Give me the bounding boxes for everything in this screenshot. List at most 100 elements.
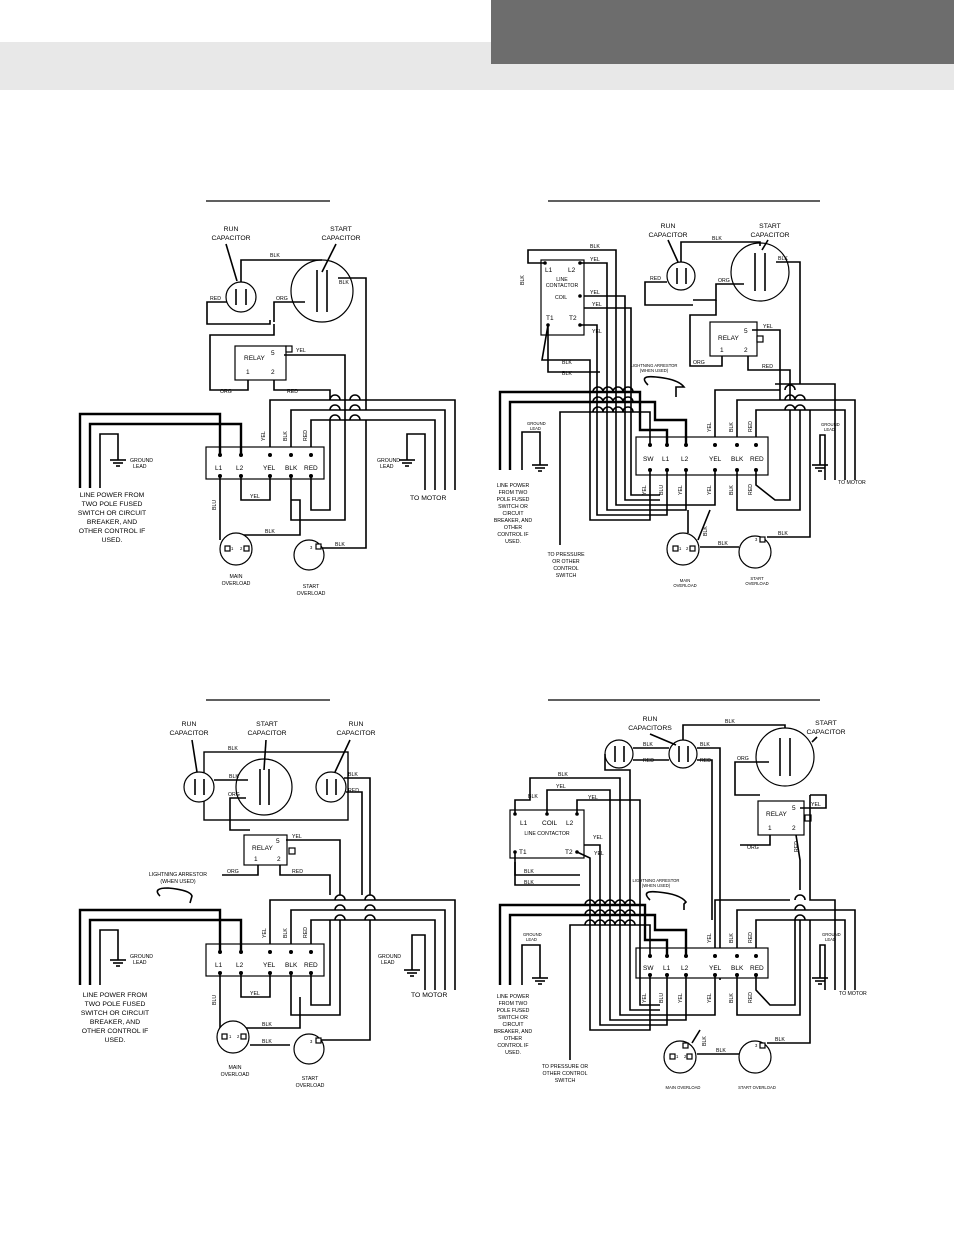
svg-text:YEL: YEL	[811, 802, 821, 808]
svg-text:T2: T2	[569, 315, 577, 322]
svg-text:SWITCH OR CIRCUIT: SWITCH OR CIRCUIT	[81, 1010, 149, 1017]
svg-text:CIRCUIT: CIRCUIT	[502, 511, 524, 517]
svg-text:USED.: USED.	[105, 1037, 126, 1044]
svg-text:BLK: BLK	[731, 456, 744, 463]
svg-text:RELAY: RELAY	[718, 335, 739, 342]
svg-text:CIRCUIT: CIRCUIT	[502, 1022, 524, 1028]
line-contactor-box	[509, 809, 585, 859]
svg-text:YEL: YEL	[592, 302, 602, 308]
svg-text:BLU: BLU	[659, 993, 665, 1003]
svg-text:SWITCH: SWITCH	[556, 573, 577, 579]
svg-text:RED: RED	[748, 932, 754, 943]
svg-text:RED: RED	[303, 430, 309, 441]
svg-text:BREAKER, AND: BREAKER, AND	[494, 1029, 533, 1035]
svg-text:BREAKER, AND: BREAKER, AND	[494, 518, 533, 524]
svg-text:(WHEN USED): (WHEN USED)	[160, 879, 195, 885]
svg-text:ORG: ORG	[220, 389, 232, 395]
svg-text:L1: L1	[662, 456, 670, 463]
svg-text:BLK: BLK	[339, 280, 349, 286]
relay-box	[234, 345, 287, 381]
svg-text:OVERLOAD: OVERLOAD	[221, 1072, 250, 1078]
svg-text:YEL: YEL	[590, 290, 600, 296]
svg-text:FROM TWO: FROM TWO	[499, 1001, 528, 1007]
svg-text:BLK: BLK	[778, 531, 788, 537]
svg-text:TWO POLE FUSED: TWO POLE FUSED	[82, 501, 143, 508]
svg-text:T2: T2	[565, 849, 573, 856]
svg-text:BLK: BLK	[729, 422, 735, 432]
svg-text:LINE CONTACTOR: LINE CONTACTOR	[524, 831, 570, 837]
svg-text:RED: RED	[650, 276, 661, 282]
svg-text:BLK: BLK	[775, 1037, 785, 1043]
svg-text:CAPACITOR: CAPACITOR	[211, 235, 250, 242]
svg-text:2: 2	[237, 1034, 240, 1039]
svg-text:RED: RED	[748, 992, 754, 1003]
svg-text:SWITCH: SWITCH	[555, 1078, 576, 1084]
svg-text:YEL: YEL	[588, 795, 598, 801]
svg-text:L2: L2	[236, 465, 244, 472]
terminal-block	[205, 446, 325, 480]
start-overload-icon	[738, 1040, 772, 1074]
svg-text:L2: L2	[236, 962, 244, 969]
svg-text:RED: RED	[794, 841, 800, 852]
svg-text:2: 2	[792, 825, 796, 832]
svg-text:3: 3	[310, 1039, 313, 1044]
svg-text:(WHEN USED): (WHEN USED)	[640, 368, 669, 373]
svg-text:RED: RED	[700, 758, 711, 764]
svg-text:BLK: BLK	[270, 253, 280, 259]
svg-text:YEL: YEL	[709, 456, 722, 463]
svg-text:1: 1	[768, 825, 772, 832]
main-overload-label: MAIN	[230, 574, 243, 580]
svg-text:RUN: RUN	[182, 721, 197, 728]
svg-text:RELAY: RELAY	[252, 845, 273, 852]
svg-text:5: 5	[744, 328, 748, 335]
svg-text:BLK: BLK	[528, 794, 538, 800]
main-overload-icon	[219, 532, 253, 566]
diagram-top-left: RUN CAPACITOR START CAPACITOR BLK RED OR…	[78, 200, 456, 597]
svg-text:YEL: YEL	[556, 784, 566, 790]
svg-text:SW: SW	[643, 456, 654, 463]
svg-text:CAPACITOR: CAPACITOR	[169, 730, 208, 737]
svg-text:OVERLOAD: OVERLOAD	[673, 583, 696, 588]
svg-text:BLU: BLU	[659, 485, 665, 495]
svg-text:5: 5	[271, 350, 275, 357]
run-capacitor-icon	[315, 771, 347, 803]
svg-text:USED.: USED.	[505, 539, 521, 545]
svg-text:MAIN: MAIN	[680, 578, 690, 583]
svg-text:BREAKER, AND: BREAKER, AND	[87, 519, 137, 526]
diagram-bottom-left: RUN CAPACITOR START CAPACITOR RUN CAPACI…	[78, 699, 456, 1089]
svg-text:OTHER: OTHER	[504, 525, 522, 531]
svg-text:5: 5	[276, 838, 280, 845]
svg-text:ORG: ORG	[747, 845, 759, 851]
svg-text:2: 2	[277, 856, 281, 863]
svg-text:RED: RED	[748, 421, 754, 432]
svg-text:RED: RED	[292, 869, 303, 875]
svg-text:2: 2	[686, 546, 689, 551]
svg-text:RED: RED	[210, 296, 221, 302]
svg-text:BLK: BLK	[228, 746, 238, 752]
svg-text:MAIN OVERLOAD: MAIN OVERLOAD	[666, 1085, 701, 1090]
svg-text:GROUND: GROUND	[378, 954, 401, 960]
svg-text:BLK: BLK	[348, 772, 358, 778]
svg-text:L1: L1	[520, 820, 528, 827]
svg-text:LINE: LINE	[556, 277, 568, 283]
svg-text:OTHER CONTROL IF: OTHER CONTROL IF	[79, 528, 146, 535]
run-capacitor-icon	[183, 771, 215, 803]
svg-text:TWO POLE FUSED: TWO POLE FUSED	[85, 1001, 146, 1008]
svg-text:BLK: BLK	[590, 244, 600, 250]
svg-text:LINE POWER: LINE POWER	[497, 994, 530, 1000]
svg-text:LEAD: LEAD	[530, 426, 541, 431]
svg-text:OTHER CONTROL: OTHER CONTROL	[543, 1071, 588, 1077]
svg-text:1: 1	[231, 546, 234, 551]
svg-text:1: 1	[676, 1054, 679, 1059]
svg-text:BLK: BLK	[285, 962, 298, 969]
start-overload-label: START	[303, 584, 320, 590]
svg-text:BLK: BLK	[778, 256, 788, 262]
svg-text:COIL: COIL	[542, 820, 558, 827]
svg-text:(WHEN USED): (WHEN USED)	[642, 883, 671, 888]
svg-text:YEL: YEL	[594, 851, 604, 857]
header-block	[491, 0, 954, 64]
svg-text:BLK: BLK	[335, 542, 345, 548]
svg-text:1: 1	[229, 1034, 232, 1039]
svg-text:5: 5	[792, 805, 796, 812]
relay-box	[243, 834, 288, 866]
